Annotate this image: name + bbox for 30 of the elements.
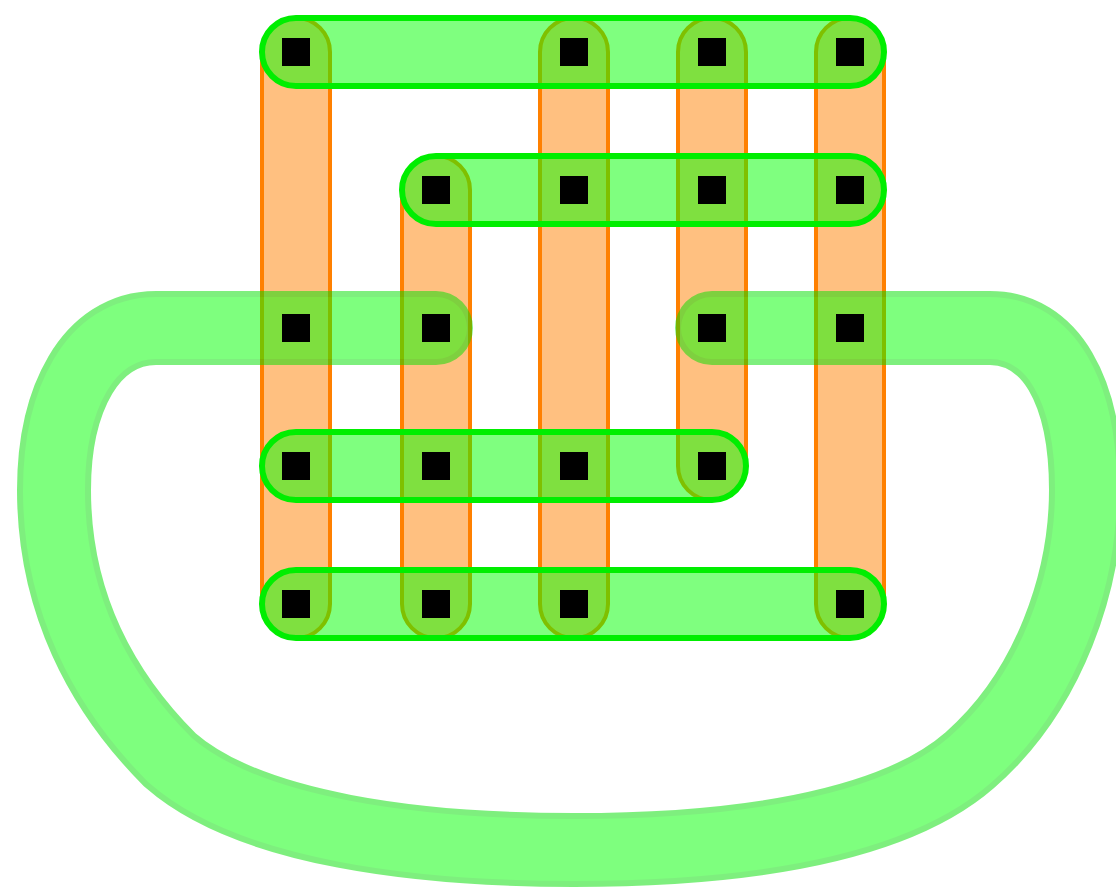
horizontal-bar (399, 153, 887, 227)
vertical-bar (676, 16, 748, 502)
square-marker (422, 314, 450, 342)
square-marker (698, 176, 726, 204)
square-marker (282, 590, 310, 618)
square-marker (560, 452, 588, 480)
square-marker (836, 38, 864, 66)
vertical-bar (538, 16, 610, 640)
square-marker (422, 590, 450, 618)
square-marker (560, 38, 588, 66)
loop-band (17, 291, 1116, 887)
vertical-bar (400, 154, 472, 640)
square-marker (698, 314, 726, 342)
square-marker (560, 176, 588, 204)
horizontal-bar (259, 429, 749, 503)
square-marker (836, 590, 864, 618)
square-marker (282, 38, 310, 66)
square-marker (698, 452, 726, 480)
vertical-bar (814, 16, 886, 640)
square-marker (560, 590, 588, 618)
square-marker (282, 452, 310, 480)
square-marker (282, 314, 310, 342)
horizontal-bar (259, 567, 887, 641)
square-marker (422, 176, 450, 204)
square-marker (422, 452, 450, 480)
square-marker (836, 176, 864, 204)
horizontal-bar (259, 15, 887, 89)
square-marker (698, 38, 726, 66)
square-marker (836, 314, 864, 342)
vertical-bar (260, 16, 332, 640)
